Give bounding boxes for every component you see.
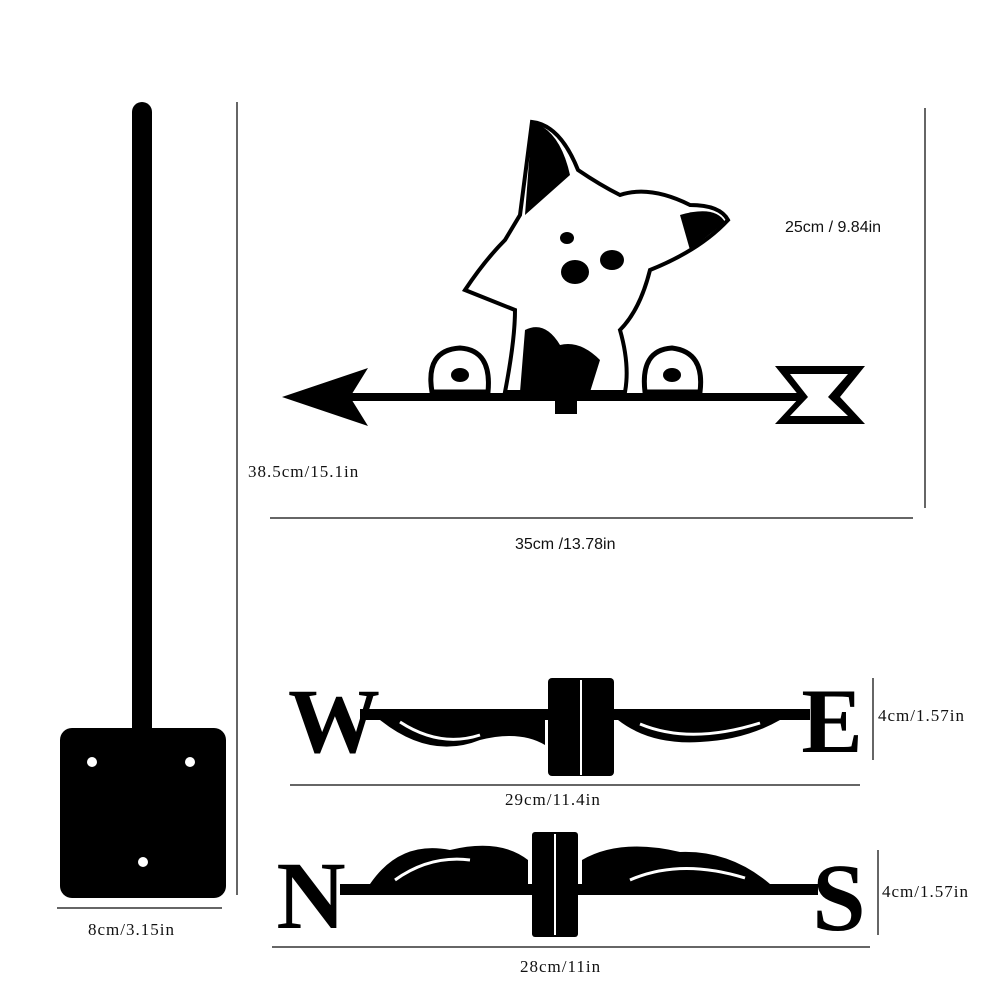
ns-width-label: 28cm/11in xyxy=(520,957,602,976)
we-width-label: 29cm/11.4in xyxy=(505,790,601,809)
letter-s: S xyxy=(812,844,865,951)
arrow-vane xyxy=(282,366,865,426)
north-south-piece: N S xyxy=(276,832,866,951)
pole-stake xyxy=(132,102,152,832)
base-width-label: 8cm/3.15in xyxy=(88,920,175,939)
dog-silhouette xyxy=(428,119,731,395)
west-east-piece: W E xyxy=(288,670,863,776)
base-plate xyxy=(60,728,226,898)
vane-height-label: 25cm / 9.84in xyxy=(785,219,882,236)
vane-width-label: 35cm /13.78in xyxy=(515,536,616,553)
total-height-label: 38.5cm/15.1in xyxy=(248,462,360,481)
ns-height-label: 4cm/1.57in xyxy=(882,882,969,901)
we-height-label: 4cm/1.57in xyxy=(878,706,965,725)
dimension-lines xyxy=(57,102,926,948)
letter-e: E xyxy=(801,670,862,772)
letter-n: N xyxy=(276,842,345,949)
letter-w: W xyxy=(288,670,380,772)
